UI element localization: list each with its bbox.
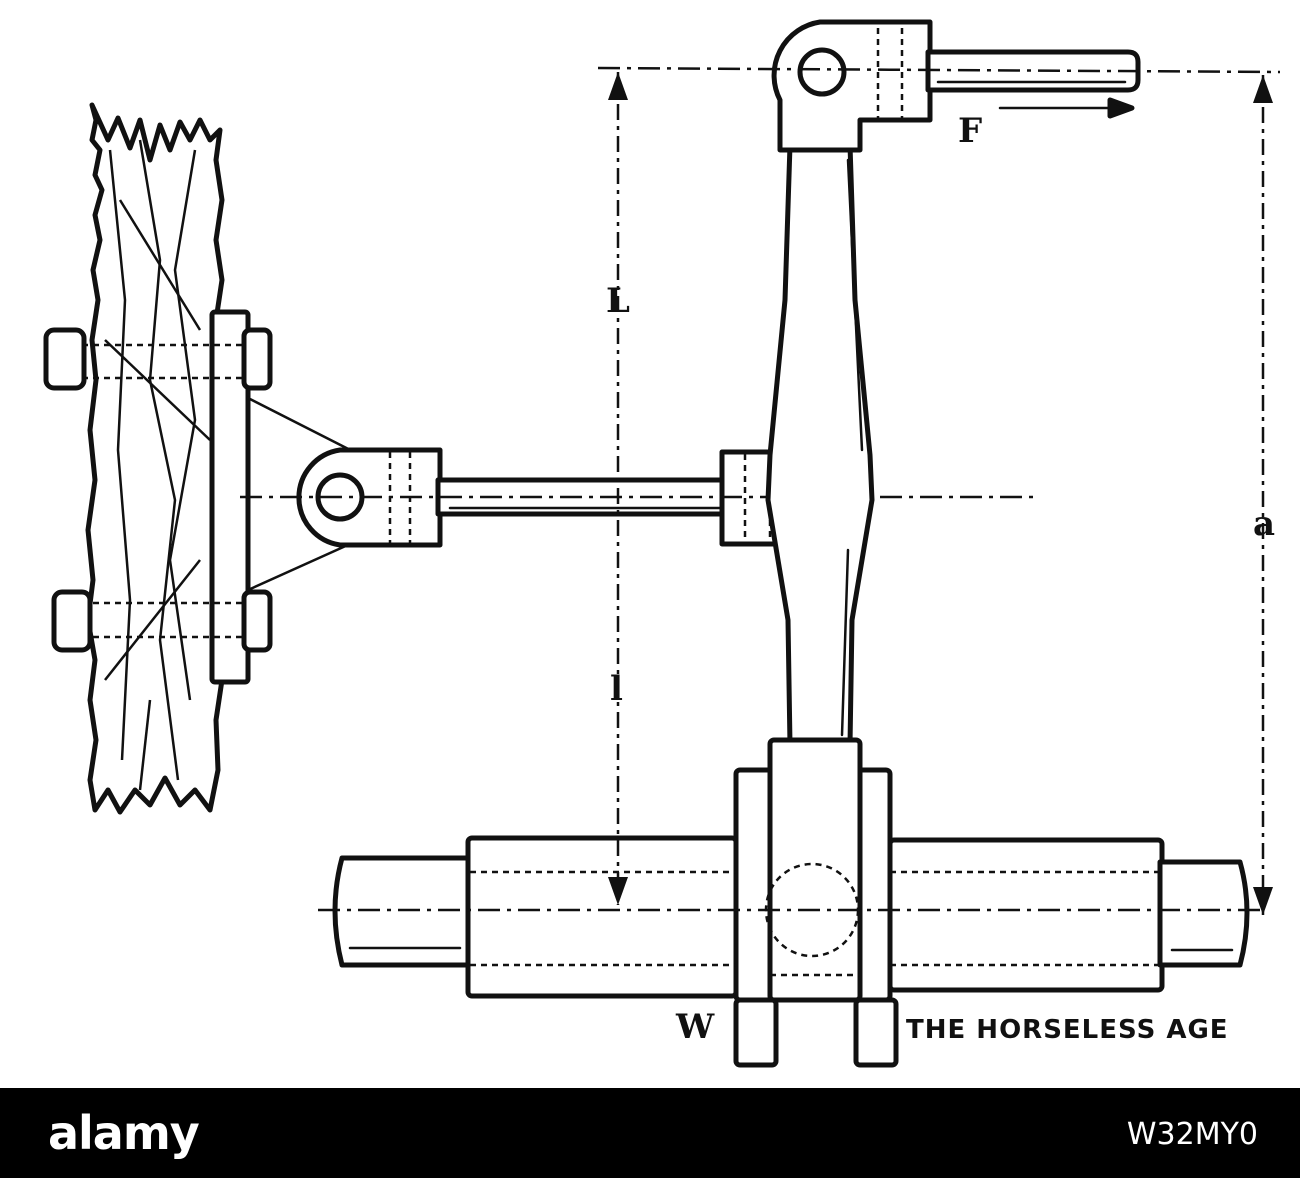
watermark-brand: alamy: [48, 1106, 200, 1160]
publication-credit: THE HORSELESS AGE: [906, 1015, 1229, 1045]
top-centerline: [597, 66, 1281, 74]
watermark-bar: alamy W32MY0: [0, 1088, 1300, 1178]
steering-linkage-diagram: F L l a W THE HORSELESS AGE: [43, 19, 1281, 1068]
upper-length-label: L: [606, 281, 630, 321]
bolt-head-icon: [43, 327, 273, 653]
dimension-L-l: [608, 72, 628, 905]
top-eye-joint: [771, 19, 1141, 153]
wooden-plank: [85, 102, 225, 815]
steering-arm: [765, 142, 875, 748]
lower-length-label: l: [610, 669, 623, 709]
force-arrow: [998, 97, 1135, 119]
watermark-image-id: W32MY0: [1126, 1117, 1258, 1152]
weight-label: W: [675, 1007, 715, 1047]
axle-shaft: [332, 835, 1250, 999]
dimension-a: [1253, 75, 1273, 915]
axle-knuckle: [733, 737, 899, 1068]
force-label: F: [958, 111, 982, 151]
height-label: a: [1253, 504, 1275, 544]
